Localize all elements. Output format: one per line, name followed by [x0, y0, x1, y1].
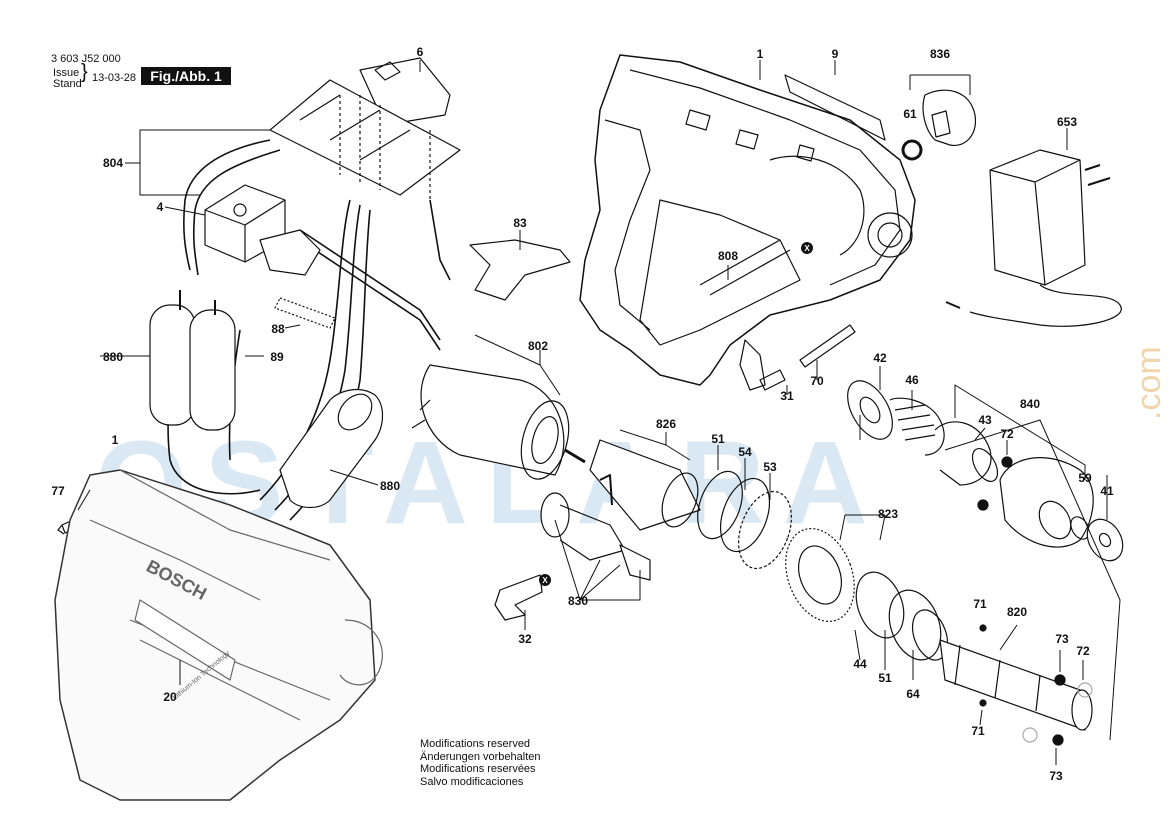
part-label: 9: [832, 47, 839, 61]
dust-cap-840: [999, 457, 1124, 562]
knob-836: [901, 89, 977, 161]
ball-71: [979, 699, 987, 707]
clip-32: [494, 574, 543, 621]
charger-653: [945, 149, 1122, 327]
part-label: 51: [878, 671, 892, 685]
trim-strip-9: [784, 74, 886, 141]
part-label: 32: [518, 632, 532, 646]
pin-70: [799, 324, 856, 368]
part-label: 54: [738, 445, 752, 459]
trigger-switch-4: [204, 184, 321, 276]
x-marker: [539, 574, 551, 586]
x-markers: X X: [539, 242, 813, 586]
spindle-820: [939, 639, 1093, 731]
ball-73: [1054, 674, 1066, 686]
part-label: 64: [906, 687, 920, 701]
part-label: 880: [103, 350, 123, 364]
part-label: 46: [905, 373, 919, 387]
part-label: 823: [878, 507, 898, 521]
part-label: 836: [930, 47, 950, 61]
part-label: 1: [112, 433, 119, 447]
part-label: 59: [1078, 471, 1092, 485]
battery-cells-880: [149, 290, 236, 431]
housing-half-shell: [579, 54, 916, 391]
part-label: 826: [656, 417, 676, 431]
part-label: 1: [757, 47, 764, 61]
note-line: Modifications reservées: [420, 763, 536, 775]
part-label: 53: [763, 460, 777, 474]
gear-set-823: [785, 527, 949, 661]
part-label: 77: [51, 484, 65, 498]
housing-body: [54, 469, 383, 801]
part-label: 71: [971, 724, 985, 738]
part-label: 830: [568, 594, 588, 608]
brace: }: [81, 61, 88, 83]
ball-71: [979, 624, 987, 632]
part-label: 880: [380, 479, 400, 493]
part-label: 72: [1000, 427, 1014, 441]
part-label: 804: [103, 156, 123, 170]
issue-date: 13-03-28: [92, 72, 137, 84]
part-label: 20: [163, 690, 177, 704]
figure-label: Fig./Abb. 1: [141, 67, 231, 85]
part-label: 71: [973, 597, 987, 611]
part-label: 41: [1100, 484, 1114, 498]
part-label: 802: [528, 339, 548, 353]
part-label: 61: [903, 107, 917, 121]
ring-72: [1022, 727, 1038, 743]
part-label: 73: [1049, 769, 1063, 783]
part-label: 89: [270, 350, 284, 364]
ball-73: [977, 499, 989, 511]
part-label: 840: [1020, 397, 1040, 411]
part-label: 44: [853, 657, 867, 671]
circuit-board-804: [269, 79, 461, 200]
issue-label: Issue: [53, 67, 80, 79]
leader-lines: [77, 60, 1121, 765]
part-label: 31: [780, 389, 794, 403]
note-line: Salvo modificaciones: [420, 775, 524, 788]
battery-pack-880: [279, 388, 384, 509]
part-label: 83: [513, 216, 527, 230]
x-marker-text: X: [542, 576, 548, 585]
part-label: 6: [417, 45, 424, 59]
part-label: 42: [873, 351, 887, 365]
part-label: 820: [1007, 605, 1027, 619]
part-label: 653: [1057, 115, 1077, 129]
contact-strip-88: [274, 297, 336, 329]
ring-72: [1077, 682, 1093, 698]
part-label: 70: [810, 374, 824, 388]
part-label: 808: [718, 249, 738, 263]
gear-shaft-830: [540, 474, 651, 581]
part-label: 51: [711, 432, 725, 446]
modification-notes: Modifications reserved Änderungen vorbeh…: [420, 738, 540, 788]
note-line: Änderungen vorbehalten: [420, 750, 541, 763]
x-marker-text: X: [804, 244, 810, 253]
gear-housing-826: [589, 439, 792, 570]
part-label: 72: [1076, 644, 1090, 658]
x-marker: [801, 242, 813, 254]
ball-73: [1052, 734, 1064, 746]
pin-31: [759, 369, 786, 391]
ball-72: [1001, 456, 1013, 468]
stand-label: Stand: [53, 78, 82, 90]
part-labels: 1 9 836 6 61 653 804 4 83 808 88 880 89 …: [51, 45, 1114, 783]
spring-stack: [847, 380, 999, 486]
note-line: Modifications reserved: [420, 738, 531, 750]
part-label: 4: [157, 200, 164, 214]
slider-83: [469, 239, 571, 301]
motor-802: [411, 364, 586, 480]
document-number: 3 603 J52 000: [51, 53, 121, 65]
part-label: 43: [978, 413, 992, 427]
part-label: 73: [1055, 632, 1069, 646]
part-label: 88: [271, 322, 285, 336]
